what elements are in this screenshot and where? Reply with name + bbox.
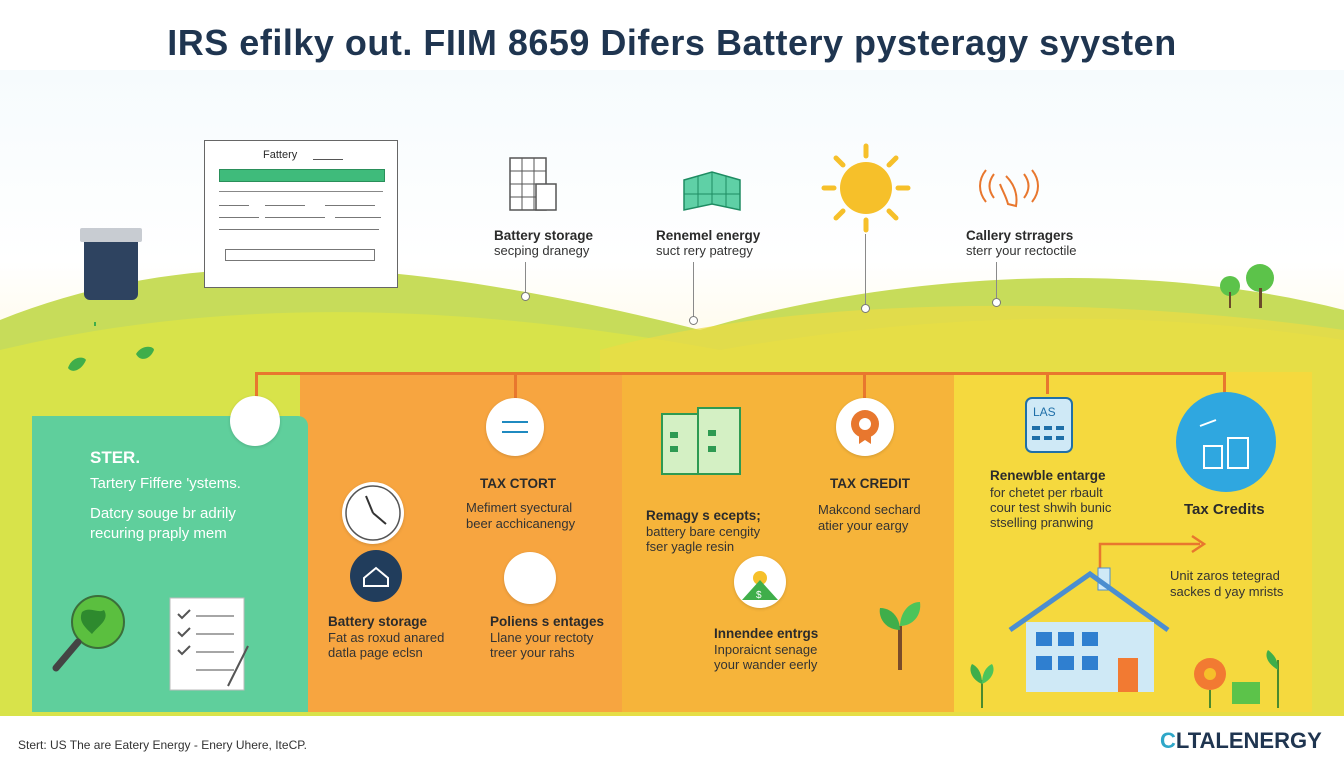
sapling-icon [879,602,921,670]
top-item-renewable-title: Renemel energy [656,228,761,243]
transfer-icon [502,421,528,433]
grid-document-icon [509,157,557,211]
tax-credit-heading: TAX CREDIT [830,476,910,491]
left-line3: recuring praply mem [90,525,227,542]
innendee-l1: Inporaicnt senage [714,642,818,657]
footer-text: Stert: US The are Eatery Energy - Enery … [18,738,308,752]
poliens-title: Poliens s entages [490,614,605,629]
remagy-l2: fser yagle resin [646,539,735,554]
polien-circle [504,552,556,604]
form-document: Fattery [204,140,398,288]
renewble-title: Renewble entarge [990,468,1106,483]
left-line1: Tartery Fiffere 'ystems. [90,475,241,492]
brand-name: LTALENERGY [1175,728,1322,753]
unit-l1: Unit zaros tetegrad [1170,568,1280,583]
house-outline-icon [350,550,402,602]
solar-panel-icon [683,171,741,211]
tax-cort-l2: beer acchicanengy [466,516,576,531]
form-label: Fattery [263,149,298,161]
documents-icon [661,407,741,475]
flower-plant-icons [970,650,1279,708]
building-icon [1199,419,1249,469]
tax-credit-l2: atier your eargy [818,518,909,533]
battery-storage-title: Battery storage [328,614,428,629]
tax-cort-l1: Mefimert syectural [466,500,573,515]
calendar-tablet-icon: LAS [1025,397,1073,453]
top-item-battery-sub: secping dranegy [494,243,590,258]
innendee-l2: your wander eerly [714,657,818,672]
renewble-l1: for chetet per rbault [990,485,1103,500]
tax-cort-circle [486,398,544,456]
poliens-l2: treer your rahs [490,645,575,660]
page-title: IRS efilky out. FIIM 8659 Difers Battery… [167,22,1177,63]
brand-prefix: C [1160,728,1176,753]
left-line2: Datcry souge br adrily [90,505,236,522]
tax-credit-circle [836,398,894,456]
top-item-renewable-sub: suct rery patregy [656,243,753,258]
top-item-callery-title: Callery strragers [966,228,1074,243]
poliens-l1: Llane your rectoty [490,630,594,645]
battery-unit-icon [80,228,142,300]
sunrise-coin-circle: $ [734,556,786,608]
battery-storage-l2: datla page eclsn [328,645,423,660]
leaf-icons [68,322,154,371]
connector-line [255,372,1226,375]
globe-magnifier-icon [52,595,125,672]
tree-icons-top-right [1220,264,1274,308]
innendee-title: Innendee entrgs [714,626,819,641]
badge-icon [851,410,879,444]
footer [0,716,1344,768]
coin-symbol: $ [756,590,762,601]
tax-cort-heading: TAX CTORT [480,476,556,491]
unit-l2: sackes d yay mrists [1170,584,1284,599]
top-item-battery-title: Battery storage [494,228,594,243]
house-icon [1008,567,1170,692]
remagy-l1: battery bare cengity [646,524,761,539]
remagy-title: Remagy s ecepts; [646,508,761,523]
tax-credits-title: Tax Credits [1184,501,1265,518]
clock-icon [342,482,404,544]
tax-credits-circle [1176,392,1276,492]
checklist-document-icon [169,597,249,691]
tax-credit-l1: Makcond sechard [818,502,921,517]
renewble-l2: cour test shwih bunic [990,500,1112,515]
sun-icon [821,143,911,233]
panel-orange [300,372,622,712]
renewble-l3: stselling pranwing [990,515,1094,530]
las-label: LAS [1033,405,1056,419]
battery-storage-l1: Fat as roxud anared [328,630,445,645]
left-heading: STER. [90,448,141,467]
arrow-icon [1098,534,1207,574]
sunrise-coin-icon: $ [742,571,778,601]
brand-logo: CLTALENERGY [1160,728,1322,754]
signal-hand-icon [979,169,1039,208]
top-item-callery-sub: sterr your rectoctile [966,243,1077,258]
green-panel-circle [230,396,280,446]
